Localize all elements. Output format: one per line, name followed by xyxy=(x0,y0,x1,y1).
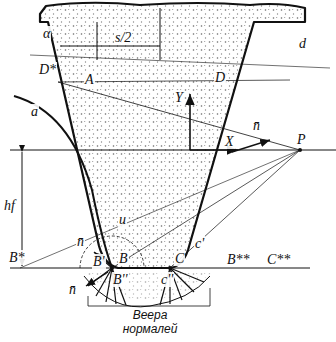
diagram-label: d xyxy=(298,36,307,51)
diagram-label: u xyxy=(118,212,127,227)
diagram-label: C** xyxy=(266,252,291,267)
diagram-label: s/2 xyxy=(114,30,132,45)
diagram-label: hf xyxy=(3,198,16,213)
diagram-label: B xyxy=(118,251,129,266)
diagram-label: Веера нормалей xyxy=(117,308,183,336)
diagram-label: D xyxy=(214,70,226,85)
diagram-label: n̄ xyxy=(252,118,261,133)
diagram-label: C xyxy=(174,251,185,266)
diagram-label: B** xyxy=(226,252,251,267)
diagram-label: a xyxy=(30,104,39,119)
diagram-label: B'' xyxy=(112,272,129,287)
diagram-label: Y xyxy=(174,90,184,105)
diagram-label: D* xyxy=(38,62,57,77)
diagram-label: c' xyxy=(194,236,205,251)
diagram-label: α xyxy=(42,26,51,41)
diagram-label: n̄ xyxy=(68,282,77,297)
diagram-label: X xyxy=(224,134,235,149)
diagram-label: P xyxy=(296,132,307,147)
diagram-label: c'' xyxy=(160,272,174,287)
diagram-label: B' xyxy=(92,254,106,269)
diagram-label: B* xyxy=(8,250,26,265)
diagram-label: A xyxy=(84,72,95,87)
diagram-label: n̄ xyxy=(76,234,85,249)
